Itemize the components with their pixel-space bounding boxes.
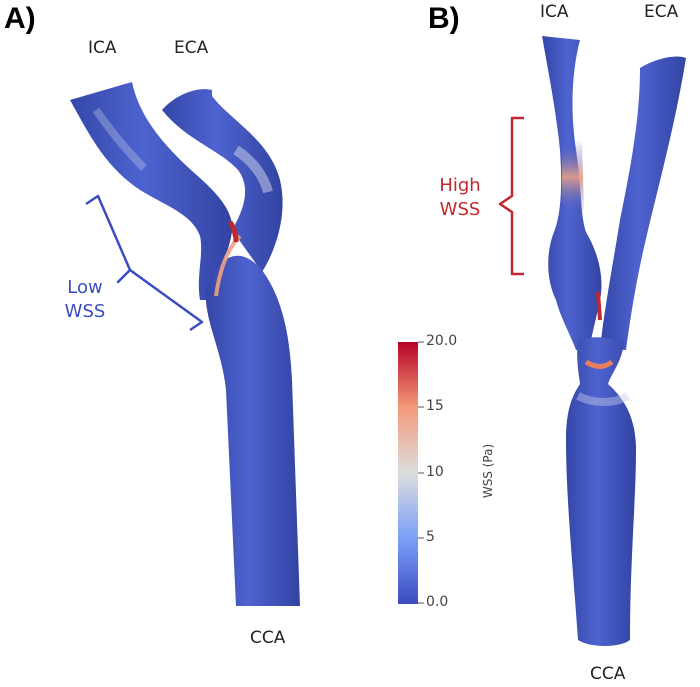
eca-branch-a [162, 89, 283, 273]
colorbar-tick-0: 0.0 [426, 594, 449, 610]
colorbar-title: WSS (Pa) [481, 443, 495, 499]
vessel-a [70, 82, 300, 607]
eca-label-a: ECA [174, 38, 209, 58]
panel-b-letter: B) [428, 2, 460, 35]
cca-b [566, 337, 636, 646]
high-wss-annotation: High WSS [428, 174, 492, 222]
panel-a-letter: A) [4, 2, 36, 35]
cca-label-a: CCA [250, 628, 286, 648]
high-wss-line2: WSS [439, 199, 481, 220]
colorbar-ticks [418, 341, 424, 604]
colorbar-tick-5: 5 [426, 529, 435, 545]
high-wss-line1: High [439, 175, 481, 196]
colorbar-tick-15: 15 [426, 398, 444, 414]
low-wss-bracket [85, 194, 204, 332]
ica-label-a: ICA [88, 38, 117, 58]
low-wss-line2: WSS [64, 301, 106, 322]
low-wss-annotation: Low WSS [58, 276, 112, 324]
colorbar-tick-10: 10 [426, 464, 444, 480]
colorbar-tick-20: 20.0 [426, 333, 458, 349]
colorbar-gradient [398, 342, 418, 604]
eca-branch-b [600, 56, 686, 350]
high-wss-bracket [498, 116, 524, 276]
low-wss-line1: Low [67, 277, 103, 298]
eca-label-b: ECA [644, 2, 679, 22]
ica-label-b: ICA [540, 2, 569, 22]
cca-a [205, 255, 300, 607]
vessel-b [542, 36, 686, 646]
cca-label-b: CCA [590, 664, 626, 684]
ica-branch-a [70, 82, 233, 300]
